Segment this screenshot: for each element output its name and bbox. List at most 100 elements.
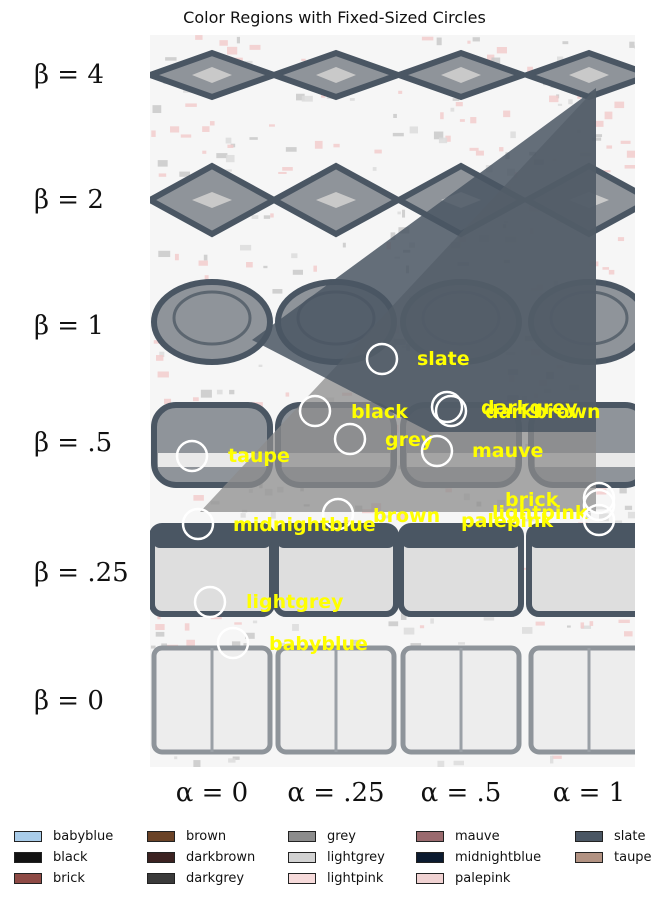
noise-speck — [158, 250, 171, 258]
row-label-beta-0-25: β = .25 — [34, 558, 129, 588]
noise-speck — [496, 47, 507, 54]
noise-speck — [598, 513, 609, 522]
noise-speck — [450, 107, 455, 112]
legend-swatch — [416, 872, 444, 884]
noise-speck — [591, 137, 602, 141]
marker-label-grey: grey — [385, 429, 434, 451]
noise-speck — [624, 631, 633, 637]
noise-speck — [193, 760, 201, 767]
shape-highlight — [192, 67, 232, 83]
noise-speck — [430, 618, 434, 624]
legend-item-palepink: palepink — [416, 868, 510, 888]
noise-speck — [179, 171, 191, 177]
noise-speck — [629, 41, 635, 48]
noise-speck — [452, 98, 460, 101]
noise-speck — [203, 254, 208, 261]
noise-speck — [174, 253, 179, 261]
noise-speck — [499, 147, 504, 152]
legend-label: darkbrown — [186, 849, 256, 865]
legend-label: lightpink — [327, 870, 384, 886]
marker-lightpink — [582, 488, 616, 522]
noise-speck — [210, 615, 222, 620]
legend-swatch — [288, 872, 316, 884]
noise-speck — [155, 624, 165, 631]
noise-speck — [216, 153, 228, 159]
noise-speck — [620, 140, 631, 144]
noise-speck — [225, 137, 232, 144]
noise-speck — [416, 511, 421, 515]
noise-speck — [249, 137, 258, 140]
noise-speck — [478, 516, 484, 524]
marker-slate — [365, 342, 399, 376]
marker-darkgrey — [430, 390, 464, 424]
row-label-beta-1: β = 1 — [34, 311, 104, 341]
noise-speck — [301, 95, 313, 102]
noise-speck — [626, 150, 635, 158]
shape-highlight — [316, 192, 356, 208]
marker-label-lightgrey: lightgrey — [246, 591, 344, 613]
marker-midnightblue — [181, 507, 215, 541]
row-label-beta-0-5: β = .5 — [34, 428, 113, 458]
noise-speck — [566, 625, 571, 628]
marker-mauve — [420, 434, 454, 468]
noise-speck — [624, 505, 633, 510]
shape-cell — [151, 402, 273, 488]
noise-speck — [231, 641, 241, 648]
legend-item-lightpink: lightpink — [288, 868, 383, 888]
noise-speck — [388, 621, 399, 627]
noise-speck — [568, 99, 573, 105]
noise-speck — [185, 103, 197, 107]
noise-speck — [174, 756, 178, 760]
noise-speck — [313, 265, 317, 272]
chart-title: Color Regions with Fixed-Sized Circles — [183, 8, 486, 27]
shape-highlight — [401, 526, 521, 548]
legend-label: palepink — [455, 870, 511, 886]
marker-lightgrey — [193, 585, 227, 619]
noise-speck — [562, 41, 569, 45]
noise-speck — [459, 119, 465, 122]
noise-speck — [221, 169, 232, 172]
noise-speck — [159, 351, 165, 358]
legend-label: darkgrey — [186, 870, 245, 886]
marker-label-black: black — [351, 401, 408, 423]
noise-speck — [393, 113, 397, 118]
noise-speck — [606, 145, 613, 149]
noise-speck — [535, 621, 545, 626]
legend-item-mauve: mauve — [416, 826, 500, 846]
marker-taupe — [175, 439, 209, 473]
noise-speck — [624, 164, 635, 169]
marker-label-darkgrey: darkgrey — [481, 397, 578, 419]
noise-speck — [227, 46, 238, 55]
noise-speck — [202, 126, 210, 132]
noise-speck — [219, 40, 228, 46]
noise-speck — [438, 137, 448, 144]
noise-speck — [421, 36, 434, 41]
marker-black — [298, 394, 332, 428]
legend-label: slate — [614, 828, 646, 844]
shape-highlight — [276, 526, 396, 548]
noise-speck — [467, 40, 471, 44]
noise-speck — [436, 37, 442, 46]
noise-speck — [251, 215, 259, 219]
noise-speck — [549, 755, 554, 764]
noise-speck — [152, 105, 162, 114]
noise-speck — [521, 627, 533, 634]
noise-speck — [202, 150, 207, 154]
noise-speck — [227, 144, 234, 149]
noise-speck — [282, 167, 293, 171]
noise-speck — [491, 57, 501, 65]
noise-speck — [164, 398, 172, 405]
noise-speck — [234, 622, 242, 625]
shape-cell — [518, 49, 635, 101]
shape-cell — [275, 645, 397, 755]
noise-speck — [381, 515, 389, 519]
row-label-beta-4: β = 4 — [34, 60, 104, 90]
shape-body — [151, 279, 273, 365]
legend-label: babyblue — [53, 828, 114, 844]
noise-speck — [608, 269, 615, 275]
noise-speck — [150, 645, 156, 649]
shape-highlight — [441, 67, 481, 83]
legend-item-black: black — [14, 847, 88, 867]
noise-speck — [270, 213, 274, 218]
